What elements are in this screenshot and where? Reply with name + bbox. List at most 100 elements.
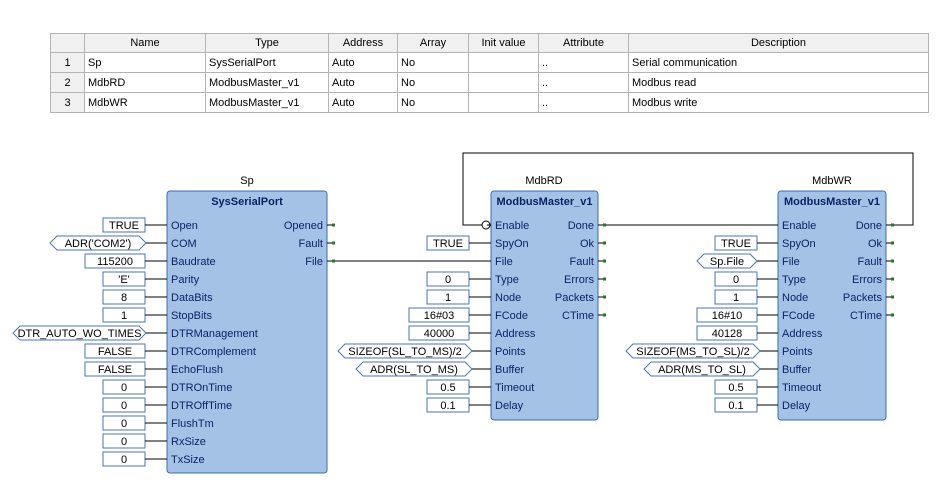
cell-attribute[interactable]: .. xyxy=(538,52,629,73)
input-value-box[interactable]: 40000 xyxy=(408,325,491,341)
input-value-box[interactable]: 0.5 xyxy=(714,379,778,395)
cell-type[interactable]: SysSerialPort xyxy=(205,52,329,73)
output-pin-fault[interactable]: Fault xyxy=(858,256,882,268)
header-description[interactable]: Description xyxy=(628,33,929,53)
function-block-mdbrd[interactable]: MdbRDModbusMaster_v1EnableSpyOnTRUEFileT… xyxy=(337,175,606,421)
output-pin-packets[interactable]: Packets xyxy=(843,292,883,304)
input-value-box[interactable]: 0 xyxy=(102,451,167,467)
input-pin-timeout[interactable]: Timeout xyxy=(782,382,821,394)
cell-description[interactable]: Modbus write xyxy=(628,92,929,113)
input-pin-delay[interactable]: Delay xyxy=(495,400,524,412)
output-pin-fault[interactable]: Fault xyxy=(299,238,323,250)
header-address[interactable]: Address xyxy=(328,33,398,53)
input-pin-dtrcomplement[interactable]: DTRComplement xyxy=(171,346,256,358)
input-value-box[interactable]: 1 xyxy=(102,307,167,323)
input-value-box[interactable]: 0 xyxy=(102,433,167,449)
function-block-sp[interactable]: SpSysSerialPortOpenTRUECOMADR('COM2')Bau… xyxy=(12,175,335,474)
input-pin-node[interactable]: Node xyxy=(495,292,521,304)
function-block-mdbwr[interactable]: MdbWRModbusMaster_v1EnableSpyOnTRUEFileS… xyxy=(625,175,894,421)
input-value-box[interactable]: 0 xyxy=(714,271,778,287)
input-value-box[interactable]: 0 xyxy=(102,415,167,431)
output-pin-errors[interactable]: Errors xyxy=(852,274,882,286)
cell-attribute[interactable]: .. xyxy=(538,92,629,113)
input-pin-databits[interactable]: DataBits xyxy=(171,292,213,304)
output-pin-ctime[interactable]: CTime xyxy=(562,310,594,322)
input-value-box[interactable]: 'E' xyxy=(102,271,167,287)
input-value-box[interactable]: 16#03 xyxy=(408,307,491,323)
cell-array[interactable]: No xyxy=(397,72,469,93)
input-value-box[interactable]: 0.1 xyxy=(714,397,778,413)
input-pin-com[interactable]: COM xyxy=(171,238,197,250)
input-pin-buffer[interactable]: Buffer xyxy=(782,364,811,376)
cell-type[interactable]: ModbusMaster_v1 xyxy=(205,72,329,93)
output-pin-errors[interactable]: Errors xyxy=(564,274,594,286)
output-pin-ok[interactable]: Ok xyxy=(580,238,595,250)
input-pin-type[interactable]: Type xyxy=(495,274,519,286)
output-pin-packets[interactable]: Packets xyxy=(555,292,595,304)
input-pin-address[interactable]: Address xyxy=(495,328,536,340)
output-pin-file[interactable]: File xyxy=(305,256,323,268)
input-value-box[interactable]: ADR(MS_TO_SL) xyxy=(643,361,778,377)
wire-wr-done-to-rd-enable[interactable] xyxy=(462,152,914,226)
input-value-box[interactable]: ADR(SL_TO_MS) xyxy=(355,361,491,377)
cell-array[interactable]: No xyxy=(397,52,469,73)
table-row[interactable]: 1 Sp SysSerialPort Auto No .. Serial com… xyxy=(50,52,929,73)
input-value-box[interactable]: 0 xyxy=(102,397,167,413)
input-pin-spyon[interactable]: SpyOn xyxy=(782,238,816,250)
cell-init-value[interactable] xyxy=(468,52,539,73)
input-pin-address[interactable]: Address xyxy=(782,328,823,340)
input-value-box[interactable]: 115200 xyxy=(84,253,167,269)
input-pin-baudrate[interactable]: Baudrate xyxy=(171,256,216,268)
input-value-box[interactable]: FALSE xyxy=(84,343,167,359)
input-value-box[interactable]: 0 xyxy=(426,271,491,287)
input-pin-buffer[interactable]: Buffer xyxy=(495,364,524,376)
input-value-box[interactable]: ADR('COM2') xyxy=(49,235,167,251)
input-pin-rxsize[interactable]: RxSize xyxy=(171,436,206,448)
input-pin-enable[interactable]: Enable xyxy=(782,220,816,232)
input-pin-flushtm[interactable]: FlushTm xyxy=(171,418,214,430)
input-value-box[interactable]: 1 xyxy=(426,289,491,305)
input-pin-echoflush[interactable]: EchoFlush xyxy=(171,364,223,376)
output-pin-done[interactable]: Done xyxy=(568,220,594,232)
input-pin-node[interactable]: Node xyxy=(782,292,808,304)
input-value-box[interactable]: 40128 xyxy=(696,325,778,341)
input-pin-points[interactable]: Points xyxy=(782,346,813,358)
input-value-box[interactable]: 16#10 xyxy=(696,307,778,323)
input-value-box[interactable]: 8 xyxy=(102,289,167,305)
header-name[interactable]: Name xyxy=(84,33,206,53)
output-pin-done[interactable]: Done xyxy=(856,220,882,232)
output-pin-opened[interactable]: Opened xyxy=(284,220,323,232)
cell-name[interactable]: Sp xyxy=(84,52,206,73)
cell-description[interactable]: Serial communication xyxy=(628,52,929,73)
input-value-box[interactable]: SIZEOF(SL_TO_MS)/2 xyxy=(337,343,491,359)
input-pin-fcode[interactable]: FCode xyxy=(782,310,815,322)
input-pin-open[interactable]: Open xyxy=(171,220,198,232)
input-value-box[interactable]: TRUE xyxy=(426,235,491,251)
block-body[interactable] xyxy=(490,190,599,421)
input-value-box[interactable]: TRUE xyxy=(714,235,778,251)
input-pin-txsize[interactable]: TxSize xyxy=(171,454,205,466)
input-pin-file[interactable]: File xyxy=(495,256,513,268)
cell-array[interactable]: No xyxy=(397,92,469,113)
output-pin-ctime[interactable]: CTime xyxy=(850,310,882,322)
cell-name[interactable]: MdbWR xyxy=(84,92,206,113)
input-value-box[interactable]: 0.1 xyxy=(426,397,491,413)
input-value-box[interactable]: Sp.File xyxy=(696,253,778,269)
input-pin-timeout[interactable]: Timeout xyxy=(495,382,534,394)
input-pin-enable[interactable]: Enable xyxy=(495,220,529,232)
input-pin-points[interactable]: Points xyxy=(495,346,526,358)
cell-address[interactable]: Auto xyxy=(328,52,398,73)
output-pin-fault[interactable]: Fault xyxy=(570,256,594,268)
input-pin-fcode[interactable]: FCode xyxy=(495,310,528,322)
input-pin-parity[interactable]: Parity xyxy=(171,274,200,286)
cell-address[interactable]: Auto xyxy=(328,72,398,93)
header-init-value[interactable]: Init value xyxy=(468,33,539,53)
input-pin-delay[interactable]: Delay xyxy=(782,400,811,412)
input-value-box[interactable]: SIZEOF(MS_TO_SL)/2 xyxy=(625,343,778,359)
input-value-box[interactable]: 0 xyxy=(102,379,167,395)
input-pin-stopbits[interactable]: StopBits xyxy=(171,310,212,322)
input-pin-type[interactable]: Type xyxy=(782,274,806,286)
cell-type[interactable]: ModbusMaster_v1 xyxy=(205,92,329,113)
input-value-box[interactable]: 0.5 xyxy=(426,379,491,395)
input-pin-spyon[interactable]: SpyOn xyxy=(495,238,529,250)
